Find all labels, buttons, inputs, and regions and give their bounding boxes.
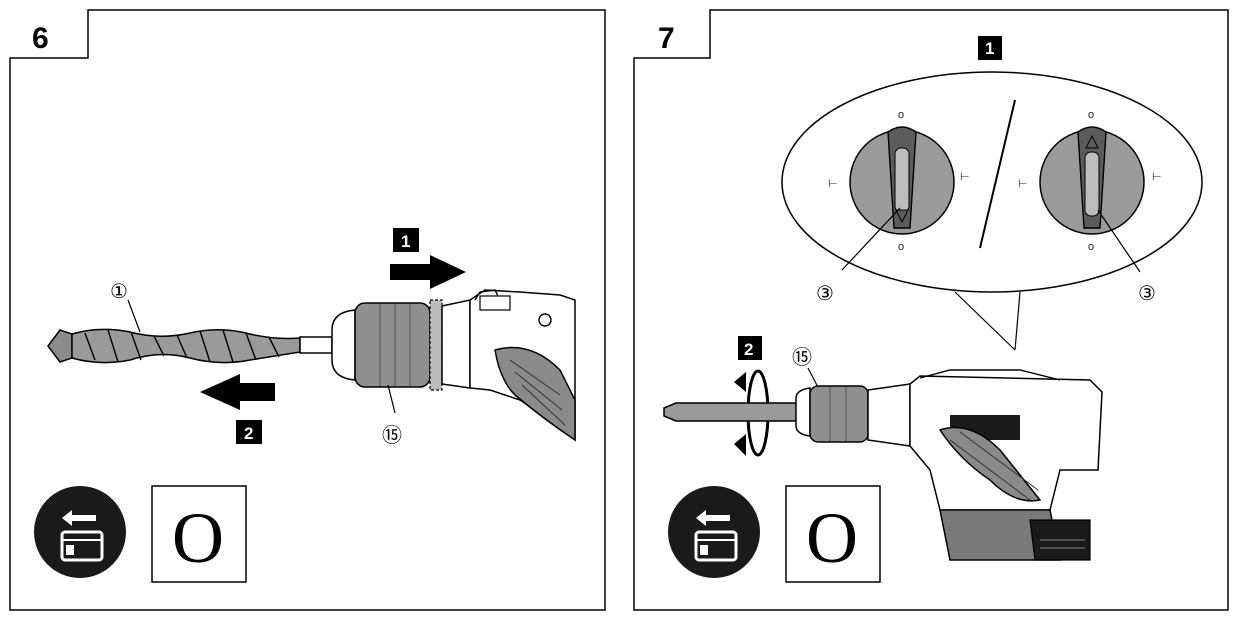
- mode-symbol: O: [172, 498, 224, 578]
- chisel: [663, 402, 801, 422]
- step-badge-2-label: 2: [244, 424, 253, 443]
- step-number: 6: [32, 22, 49, 55]
- mode-symbol-box: [785, 485, 881, 583]
- battery-remove-icon: [668, 486, 760, 578]
- svg-text:o: o: [898, 241, 904, 253]
- drill-body: [469, 289, 576, 442]
- svg-text:o: o: [1088, 109, 1094, 121]
- panel-frame: [633, 9, 1229, 611]
- callout-chuck: ⑮: [382, 424, 402, 447]
- mode-dial-left: o o ⊢ ⊢: [828, 109, 970, 253]
- callout-line-bit: [127, 299, 141, 333]
- callout-line-chuck: [387, 384, 396, 414]
- step-badge-1-label: 1: [985, 39, 994, 58]
- svg-text:o: o: [898, 109, 904, 121]
- push-arrow: [390, 255, 466, 289]
- callout-line-dial-right: [1097, 209, 1141, 273]
- callout-dial-left: ③: [816, 283, 834, 305]
- step-badge-2: [738, 336, 762, 360]
- step-6-panel: 6 1 2 ① ⑮: [0, 0, 612, 619]
- svg-text:⊢: ⊢: [828, 178, 838, 190]
- callout-bit: ①: [110, 281, 128, 303]
- step-badge-1: [393, 228, 419, 252]
- mode-symbol-box: [151, 485, 247, 583]
- step-6-illustration: 6 1 2 ① ⑮: [9, 9, 606, 611]
- svg-text:⊢: ⊢: [1018, 178, 1028, 190]
- step-7-illustration: 7 1 o o ⊢ ⊢ o o ⊢ ⊢ ③ ③ 2: [633, 9, 1229, 611]
- battery-remove-icon: [34, 486, 126, 578]
- panel-frame: [9, 9, 606, 611]
- zoom-pointer: [954, 291, 1021, 351]
- step-7-panel: 7 1 o o ⊢ ⊢ o o ⊢ ⊢ ③ ③ 2: [620, 0, 1238, 619]
- callout-chuck: ⑮: [792, 346, 812, 369]
- step-badge-1: [978, 36, 1002, 60]
- divider-slash: [979, 99, 1016, 249]
- step-number: 7: [658, 22, 675, 55]
- drill-chuck: [331, 299, 471, 391]
- svg-text:⊢: ⊢: [960, 171, 970, 183]
- step-badge-2-label: 2: [744, 340, 753, 359]
- mode-dial-right: o o ⊢ ⊢: [1018, 109, 1162, 253]
- svg-text:o: o: [1088, 241, 1094, 253]
- callout-line-dial-left: [841, 207, 901, 271]
- mode-symbol: O: [806, 498, 858, 578]
- step-badge-1-label: 1: [401, 232, 410, 251]
- drill-bit: [47, 328, 333, 364]
- hammer-drill: [795, 369, 1103, 561]
- callout-dial-right: ③: [1138, 283, 1156, 305]
- pull-arrow: [200, 374, 275, 410]
- svg-text:⊢: ⊢: [1152, 171, 1162, 183]
- step-badge-2: [236, 420, 262, 444]
